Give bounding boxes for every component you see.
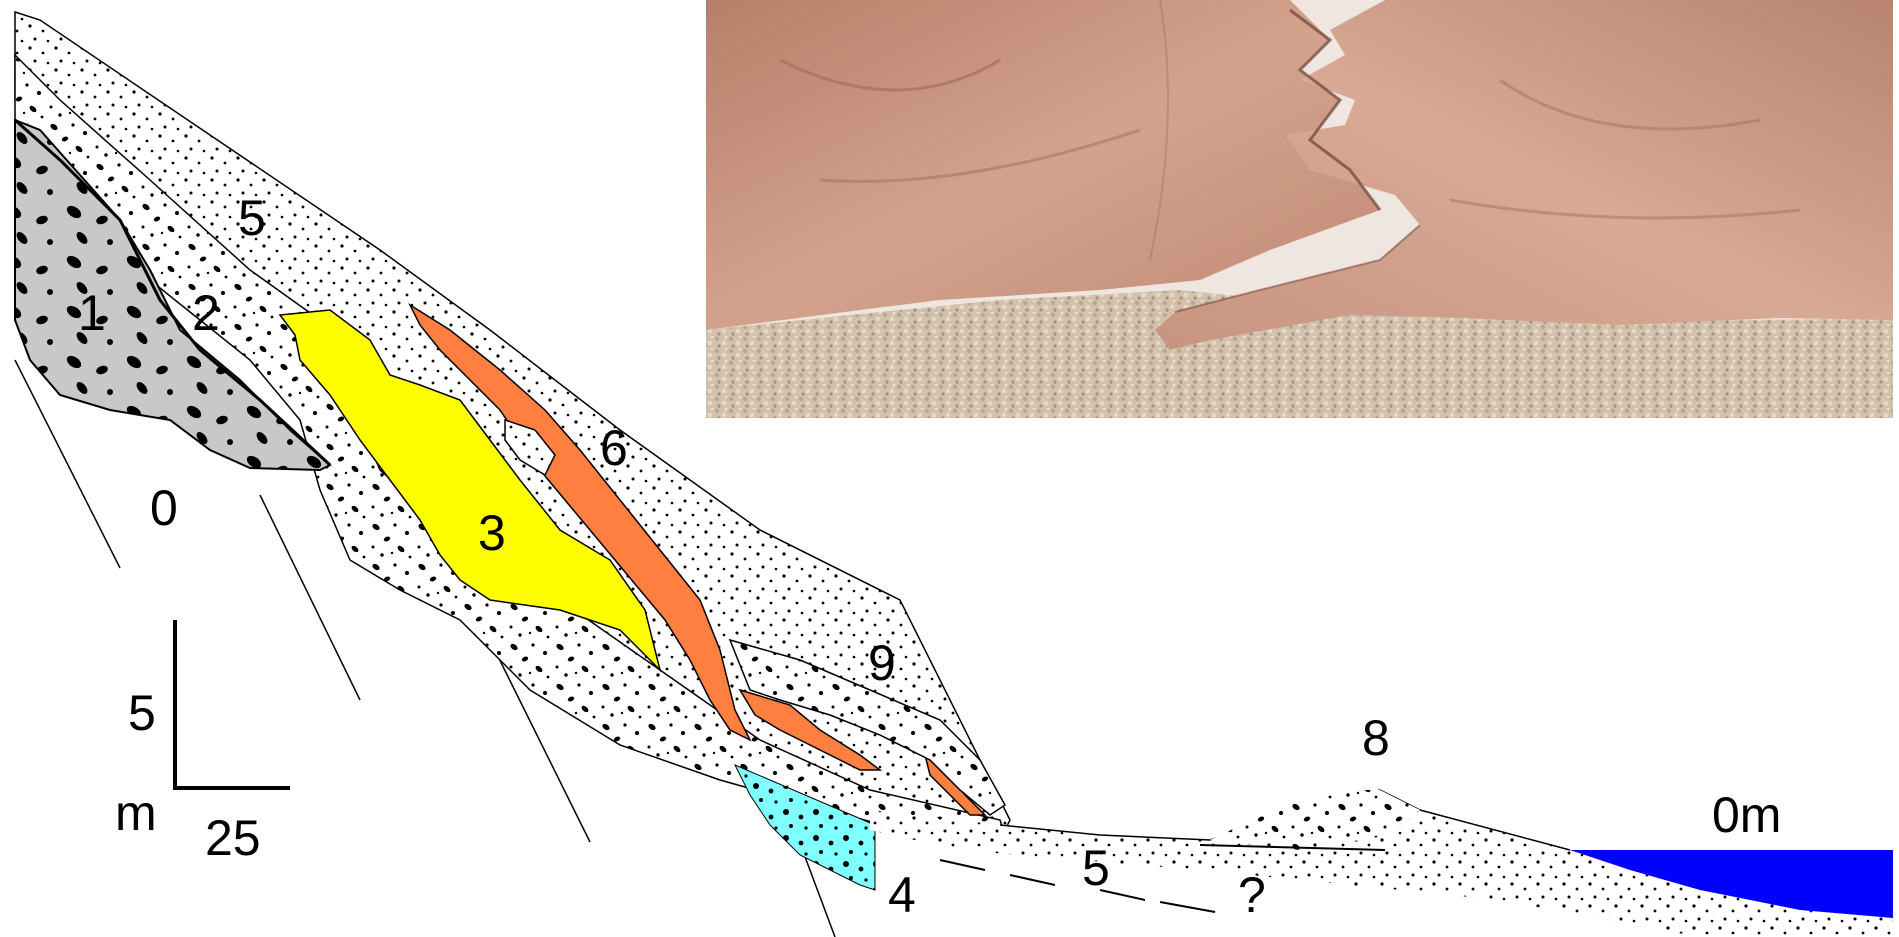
label-1: 1 <box>78 285 106 341</box>
label-question: ? <box>1238 867 1266 923</box>
label-5-lower: 5 <box>1082 840 1110 896</box>
scale-unit: m <box>115 785 157 841</box>
label-8: 8 <box>1362 710 1390 766</box>
hands-photo-icon <box>706 0 1893 418</box>
scale-vertical-value: 5 <box>128 685 156 741</box>
label-0m: 0m <box>1712 787 1781 843</box>
label-6: 6 <box>600 420 628 476</box>
label-3: 3 <box>478 505 506 561</box>
label-0: 0 <box>150 480 178 536</box>
label-9: 9 <box>868 635 896 691</box>
label-2: 2 <box>192 285 220 341</box>
scale-horizontal-value: 25 <box>205 810 261 866</box>
label-5-upper: 5 <box>238 190 266 246</box>
label-4: 4 <box>888 867 916 923</box>
